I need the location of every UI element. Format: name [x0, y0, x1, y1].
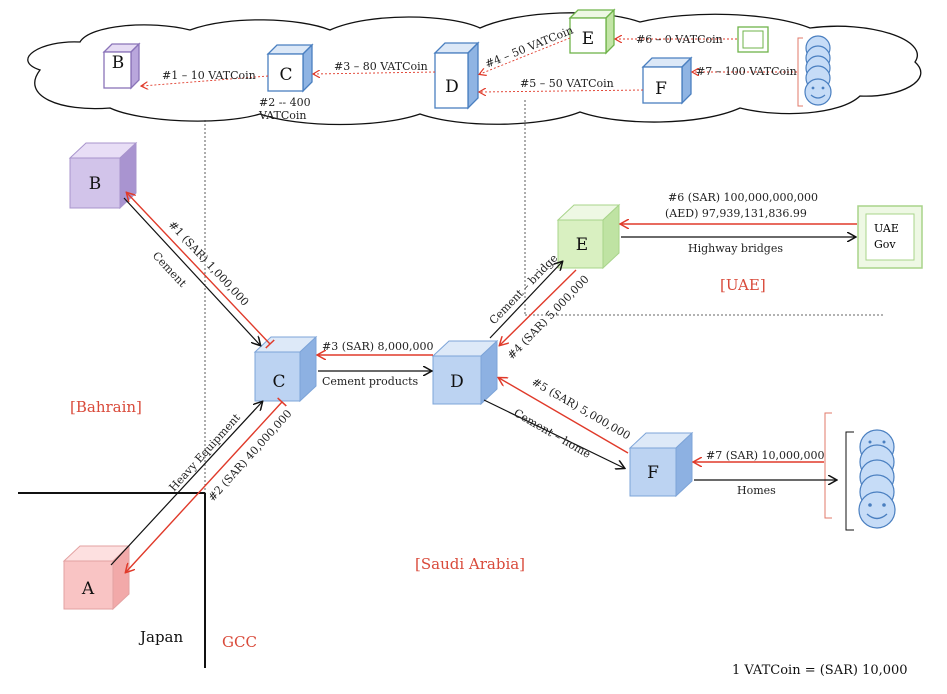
arrow-heavy-equipment-a-to-c — [110, 402, 262, 566]
cloud-box-c: C — [266, 43, 314, 93]
label-payment-3: #3 (SAR) 8,000,000 — [322, 340, 434, 353]
node-a-label: A — [81, 579, 95, 599]
label-highway-bridges: Highway bridges — [688, 242, 783, 255]
cloud-arrow-e-to-d — [480, 37, 571, 74]
cloud-box-b: B — [102, 42, 141, 90]
arrow-payment-5 — [499, 378, 629, 454]
region-gcc: GCC — [222, 633, 257, 651]
label-homes: Homes — [737, 484, 776, 497]
arrow-cement-b-to-c — [123, 197, 260, 345]
cloud-label-6: #6 – 0 VATCoin — [636, 33, 723, 46]
cloud-arrow-f-to-d — [480, 90, 644, 92]
cloud-label-2-line1: #2 -- 400 — [259, 96, 311, 109]
node-b-label: B — [89, 174, 102, 194]
cloud-box-uae-gov — [737, 26, 769, 53]
cloud-box-b-label: B — [112, 53, 125, 73]
node-e-label: E — [576, 235, 588, 255]
arrow-cement-home-d-to-f — [483, 399, 624, 468]
node-c-label: C — [272, 372, 285, 392]
arrow-payment-2 — [126, 402, 282, 572]
label-payment-2: #2 (SAR) 40,000,000 — [206, 407, 295, 504]
label-payment-6-line2: (AED) 97,939,131,836.99 — [665, 207, 807, 220]
node-a: A — [62, 544, 131, 611]
cloud-label-3: #3 – 80 VATCoin — [334, 60, 428, 73]
node-b: B — [68, 141, 138, 210]
cloud-box-d-label: D — [445, 77, 459, 97]
label-cement: Cement — [150, 249, 189, 290]
region-bahrain: [Bahrain] — [70, 398, 142, 416]
arrow-payment-4 — [500, 269, 577, 345]
cloud-label-7: #7 – 100 VATCoin — [696, 65, 797, 78]
cloud-box-c-label: C — [279, 65, 292, 85]
label-cement-products: Cement products — [322, 375, 418, 388]
cloud-box-f: F — [641, 56, 693, 105]
label-payment-6-line1: #6 (SAR) 100,000,000,000 — [668, 191, 818, 204]
cloud-label-1: #1 – 10 VATCoin — [162, 69, 256, 82]
region-japan: Japan — [138, 628, 184, 646]
node-d: D — [431, 339, 499, 406]
node-f-label: F — [647, 463, 659, 483]
node-e: E — [556, 203, 621, 270]
arrow-cement-bridge-d-to-e — [489, 262, 562, 339]
label-payment-1: #1 (SAR) 1,000,000 — [166, 218, 252, 308]
footnote-exchange-rate: 1 VATCoin = (SAR) 10,000 — [732, 663, 908, 678]
node-f: F — [628, 431, 694, 498]
region-saudi-arabia: [Saudi Arabia] — [415, 555, 525, 573]
uae-gov-label-line1: UAE — [874, 222, 899, 235]
node-uae-gov: UAE Gov — [857, 205, 923, 269]
cloud-label-5: #5 – 50 VATCoin — [520, 77, 614, 90]
homes-faces-icon — [824, 412, 896, 531]
arrow-payment-1 — [127, 193, 270, 344]
cloud-arrow-c-to-b — [142, 75, 269, 86]
cloud-box-d: D — [433, 41, 480, 110]
node-c: C — [253, 335, 318, 403]
cloud-box-e-label: E — [582, 29, 594, 49]
cloud-homes-faces-icon — [797, 35, 832, 107]
region-uae: [UAE] — [720, 276, 766, 294]
cloud-label-2-line2: VATCoin — [258, 109, 307, 122]
cloud-box-f-label: F — [655, 79, 667, 99]
label-payment-7: #7 (SAR) 10,000,000 — [706, 449, 825, 462]
cloud-box-e: E — [568, 8, 616, 55]
uae-gov-label-line2: Gov — [874, 238, 896, 251]
node-d-label: D — [450, 372, 464, 392]
cloud-arrow-d-to-c — [314, 72, 436, 74]
